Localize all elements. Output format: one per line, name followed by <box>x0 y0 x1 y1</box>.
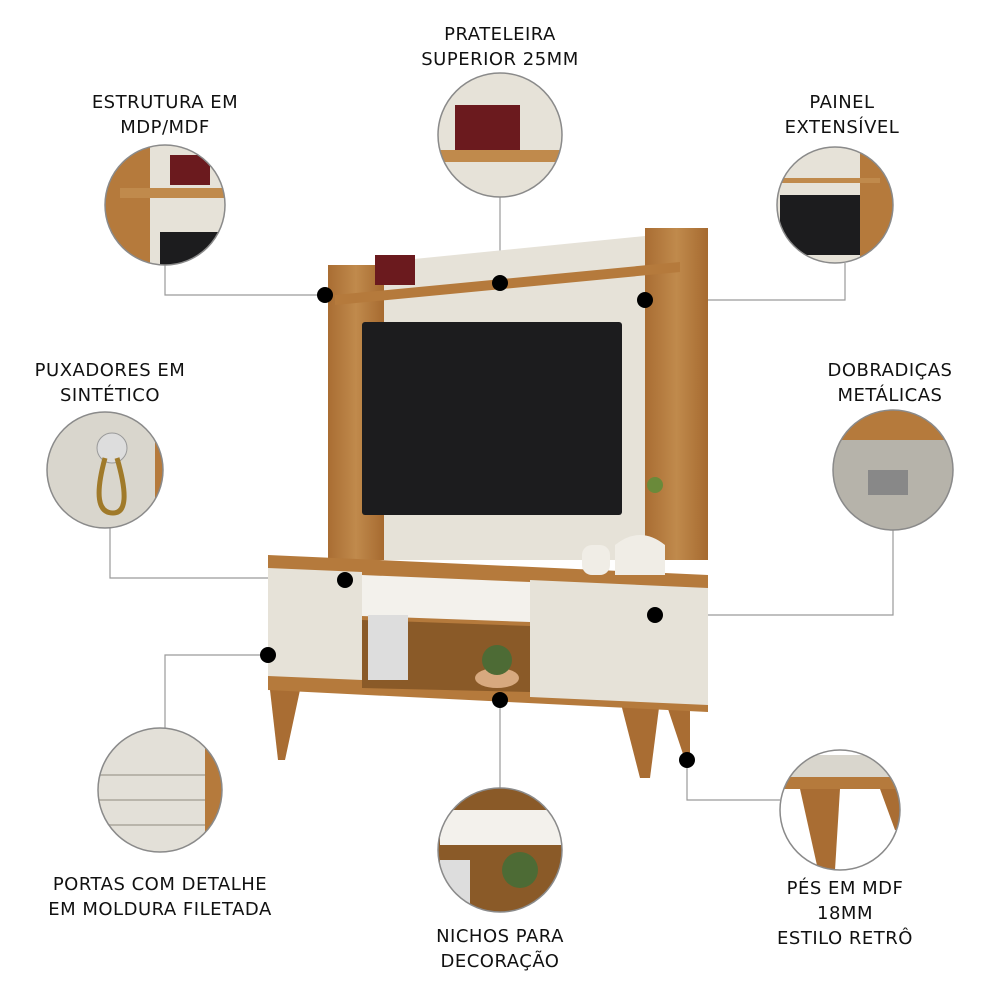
label-niches: NICHOS PARA DECORAÇÃO <box>400 924 600 974</box>
label-line: DOBRADIÇAS <box>827 360 953 381</box>
label-hinges: DOBRADIÇAS METÁLICAS <box>790 358 990 408</box>
label-line: NICHOS PARA <box>436 926 564 947</box>
wall-panel <box>328 228 708 560</box>
label-doors: PORTAS COM DETALHE EM MOLDURA FILETADA <box>20 872 300 922</box>
label-line: 18MM <box>817 903 873 924</box>
label-line: PUXADORES EM <box>34 360 186 381</box>
label-line: PÉS EM MDF <box>786 878 904 899</box>
label-structure: ESTRUTURA EM MDP/MDF <box>65 90 265 140</box>
label-line: DECORAÇÃO <box>440 951 560 972</box>
label-line: EXTENSÍVEL <box>784 117 900 138</box>
label-line: METÁLICAS <box>837 385 943 406</box>
label-line: PRATELEIRA <box>444 24 556 45</box>
label-shelf: PRATELEIRA SUPERIOR 25MM <box>400 22 600 72</box>
label-line: MDP/MDF <box>120 117 210 138</box>
label-panel: PAINEL EXTENSÍVEL <box>742 90 942 140</box>
label-line: ESTILO RETRÔ <box>777 928 913 949</box>
label-line: PAINEL <box>809 92 875 113</box>
label-feet: PÉS EM MDF 18MM ESTILO RETRÔ <box>745 876 945 951</box>
label-line: SINTÉTICO <box>59 385 161 406</box>
label-line: PORTAS COM DETALHE <box>52 874 268 895</box>
label-line: EM MOLDURA FILETADA <box>48 899 272 920</box>
leader-lines <box>109 197 894 801</box>
detail-circles <box>46 72 954 913</box>
label-line: ESTRUTURA EM <box>91 92 239 113</box>
callout-dots <box>260 275 695 768</box>
tv-rack <box>268 535 708 778</box>
label-handles: PUXADORES EM SINTÉTICO <box>10 358 210 408</box>
label-line: SUPERIOR 25MM <box>421 49 579 70</box>
